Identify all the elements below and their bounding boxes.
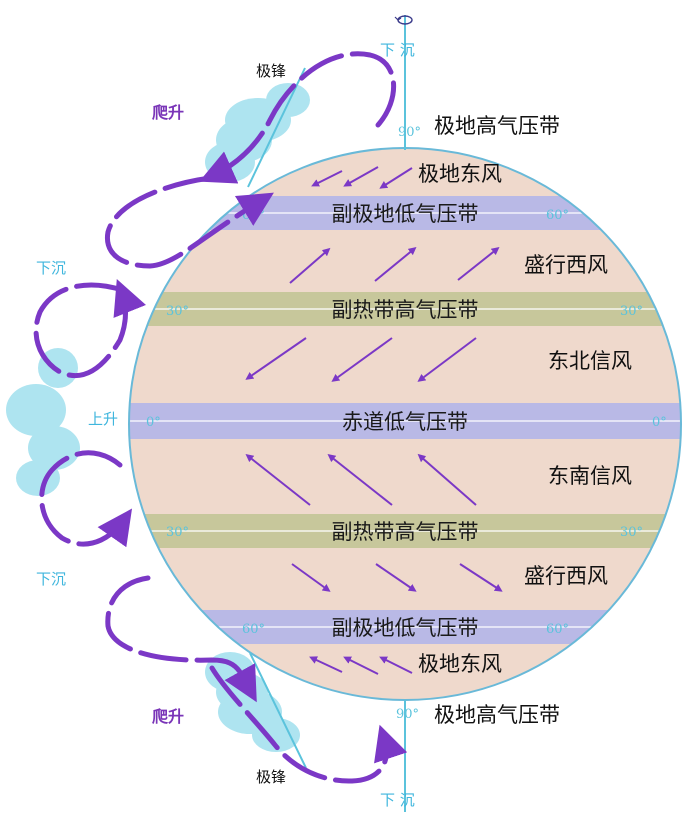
top-sink-label: 下 沉 <box>380 41 415 59</box>
label-south-polar-high: 极地高气压带 <box>434 703 560 727</box>
lat-s60-left: 60° <box>242 622 265 637</box>
label-northeast-trades: 东北信风 <box>548 349 632 373</box>
southeast-trade-arrows <box>245 453 477 506</box>
label-south-westerlies: 盛行西风 <box>524 564 608 588</box>
lat-eq-right: 0° <box>652 415 667 430</box>
lat-s30-left: 30° <box>166 525 189 540</box>
bottom-90-label: 90° <box>396 707 419 722</box>
lat-eq-left: 0° <box>146 415 161 430</box>
label-north-polar-high: 极地高气压带 <box>434 114 560 138</box>
top-90-label: 90° <box>398 125 421 140</box>
south-ferrel-cell <box>105 575 257 703</box>
lat-n30-right: 30° <box>620 304 643 319</box>
south-hadley-cell <box>39 450 133 548</box>
lat-n60-right: 60° <box>546 208 569 223</box>
north-hadley-cell <box>33 278 147 379</box>
bottom-sink-label: 下 沉 <box>380 791 415 809</box>
south-polar-easterly-arrows <box>309 656 413 675</box>
label-southeast-trades: 东南信风 <box>548 464 632 488</box>
south-westerly-arrows <box>291 563 503 592</box>
south-polar-front-line <box>249 652 307 769</box>
northeast-trade-arrows <box>245 337 477 382</box>
belt-equatorial-low: 赤道低气压带 <box>342 410 468 434</box>
south-rise-label: 爬升 <box>151 707 184 726</box>
belt-north-subtropical-high: 副热带高气压带 <box>332 298 479 322</box>
north-sink-label: 下沉 <box>36 259 66 277</box>
equator-rise-label: 上升 <box>88 410 118 428</box>
belt-south-subtropical-high: 副热带高气压带 <box>332 520 479 544</box>
label-north-westerlies: 盛行西风 <box>524 253 608 277</box>
label-south-polar-easterlies: 极地东风 <box>418 652 502 676</box>
south-front-label: 极锋 <box>256 768 286 786</box>
lat-n30-left: 30° <box>166 304 189 319</box>
north-westerly-arrows <box>289 246 500 284</box>
south-sink-label: 下沉 <box>36 570 66 588</box>
label-north-polar-easterlies: 极地东风 <box>418 162 502 186</box>
equator-cloud <box>6 348 80 496</box>
belt-south-subpolar-low: 副极地低气压带 <box>332 616 479 640</box>
north-polar-front-line <box>247 67 306 188</box>
south-polar-cell <box>209 665 408 784</box>
north-polar-cell <box>199 51 397 184</box>
lat-s30-right: 30° <box>620 525 643 540</box>
north-ferrel-cell <box>104 175 274 269</box>
north-polar-easterly-arrows <box>311 166 413 189</box>
belt-north-subpolar-low: 副极地低气压带 <box>332 202 479 226</box>
north-rise-label: 爬升 <box>151 103 184 122</box>
circulation-cells <box>33 51 408 784</box>
north-front-label: 极锋 <box>256 62 286 80</box>
lat-s60-right: 60° <box>546 622 569 637</box>
